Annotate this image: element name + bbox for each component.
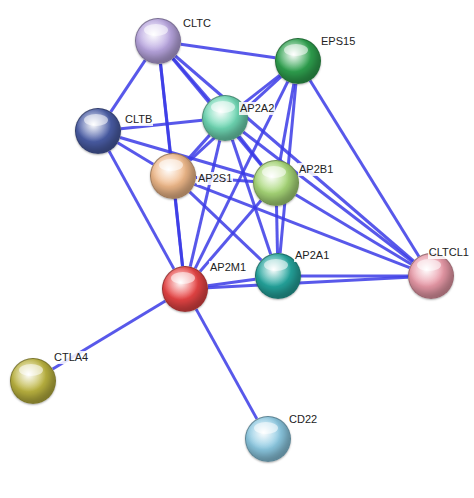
sphere-highlight <box>417 259 441 271</box>
sphere-highlight <box>264 259 288 271</box>
interaction-edge <box>111 60 145 112</box>
protein-label: AP2S1 <box>197 172 233 185</box>
interaction-edge <box>53 301 166 369</box>
protein-node: AP2A2 <box>202 95 248 141</box>
interaction-edge <box>194 184 409 267</box>
interaction-edge <box>208 277 408 288</box>
protein-label: CLTC <box>182 17 212 30</box>
protein-node: AP2A1 <box>255 253 301 299</box>
protein-node: CLTC <box>135 18 181 64</box>
sphere-highlight <box>159 159 183 171</box>
protein-label: AP2A1 <box>294 249 330 262</box>
interaction-edge <box>243 132 412 262</box>
protein-label: CLTCL1 <box>428 246 470 259</box>
interaction-edge <box>190 140 220 266</box>
interaction-edge <box>175 56 413 261</box>
interaction-edge <box>243 75 280 104</box>
interaction-edge <box>190 192 262 260</box>
sphere-highlight <box>284 44 308 56</box>
sphere-highlight <box>262 166 286 178</box>
interaction-edge <box>175 199 182 266</box>
protein-label: CLTB <box>124 113 153 126</box>
interaction-edge <box>188 135 209 159</box>
protein-label: AP2B1 <box>298 163 334 176</box>
sphere-highlight <box>19 364 43 376</box>
protein-node: CTLA4 <box>10 358 56 404</box>
interaction-edge <box>239 136 262 165</box>
protein-label: AP2M1 <box>209 261 247 274</box>
sphere-highlight <box>211 101 235 113</box>
sphere-highlight <box>84 114 108 126</box>
interaction-edge <box>196 309 257 419</box>
protein-label: AP2A2 <box>239 102 275 115</box>
protein-node: CD22 <box>245 416 291 462</box>
protein-label: EPS15 <box>320 35 356 48</box>
sphere-highlight <box>171 272 195 284</box>
protein-node: CLTB <box>75 108 121 154</box>
protein-node: AP2B1 <box>253 160 299 206</box>
sphere-highlight <box>254 422 278 434</box>
protein-label: CTLA4 <box>53 351 89 364</box>
protein-node: AP2S1 <box>150 153 196 199</box>
interaction-edge <box>276 206 277 253</box>
sphere-highlight <box>144 24 168 36</box>
interaction-edge <box>301 275 408 278</box>
protein-node: CLTCL1 <box>408 253 454 299</box>
protein-node: AP2M1 <box>162 266 208 312</box>
protein-node: EPS15 <box>275 38 321 84</box>
protein-label: CD22 <box>288 413 318 426</box>
interaction-edge <box>181 44 275 57</box>
